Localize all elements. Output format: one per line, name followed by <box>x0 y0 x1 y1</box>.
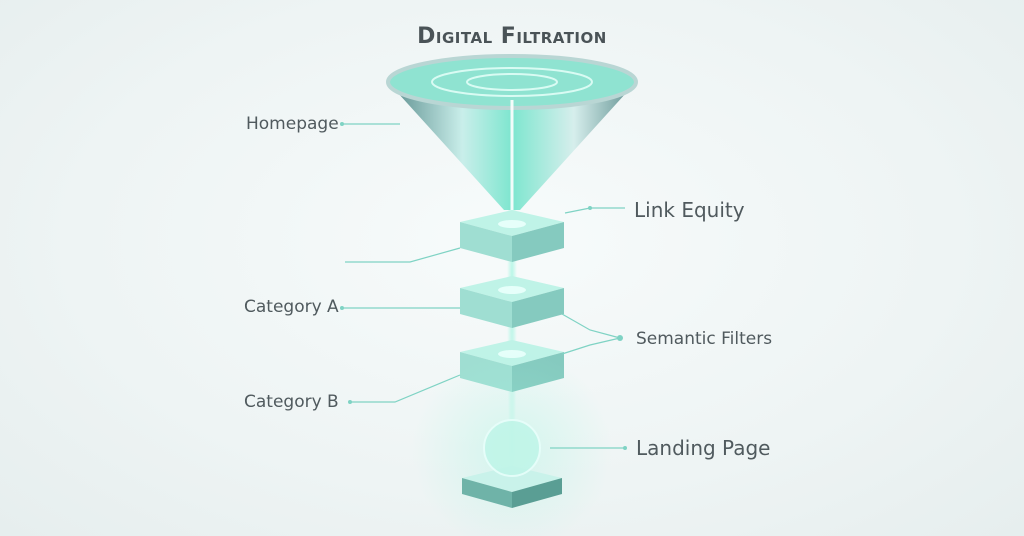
landing-orb-icon <box>412 350 612 536</box>
label-category-b: Category B <box>244 392 339 412</box>
label-category-a: Category A <box>244 297 339 317</box>
filter-box-icon <box>460 276 564 328</box>
filter-box-icon <box>460 210 564 262</box>
funnel-icon <box>386 54 638 210</box>
label-homepage: Homepage <box>246 114 339 134</box>
label-semantic-filters: Semantic Filters <box>636 329 773 349</box>
diagram-title: Digital Filtration <box>417 24 607 49</box>
label-link-equity: Link Equity <box>634 198 745 222</box>
label-landing-page: Landing Page <box>636 436 771 460</box>
